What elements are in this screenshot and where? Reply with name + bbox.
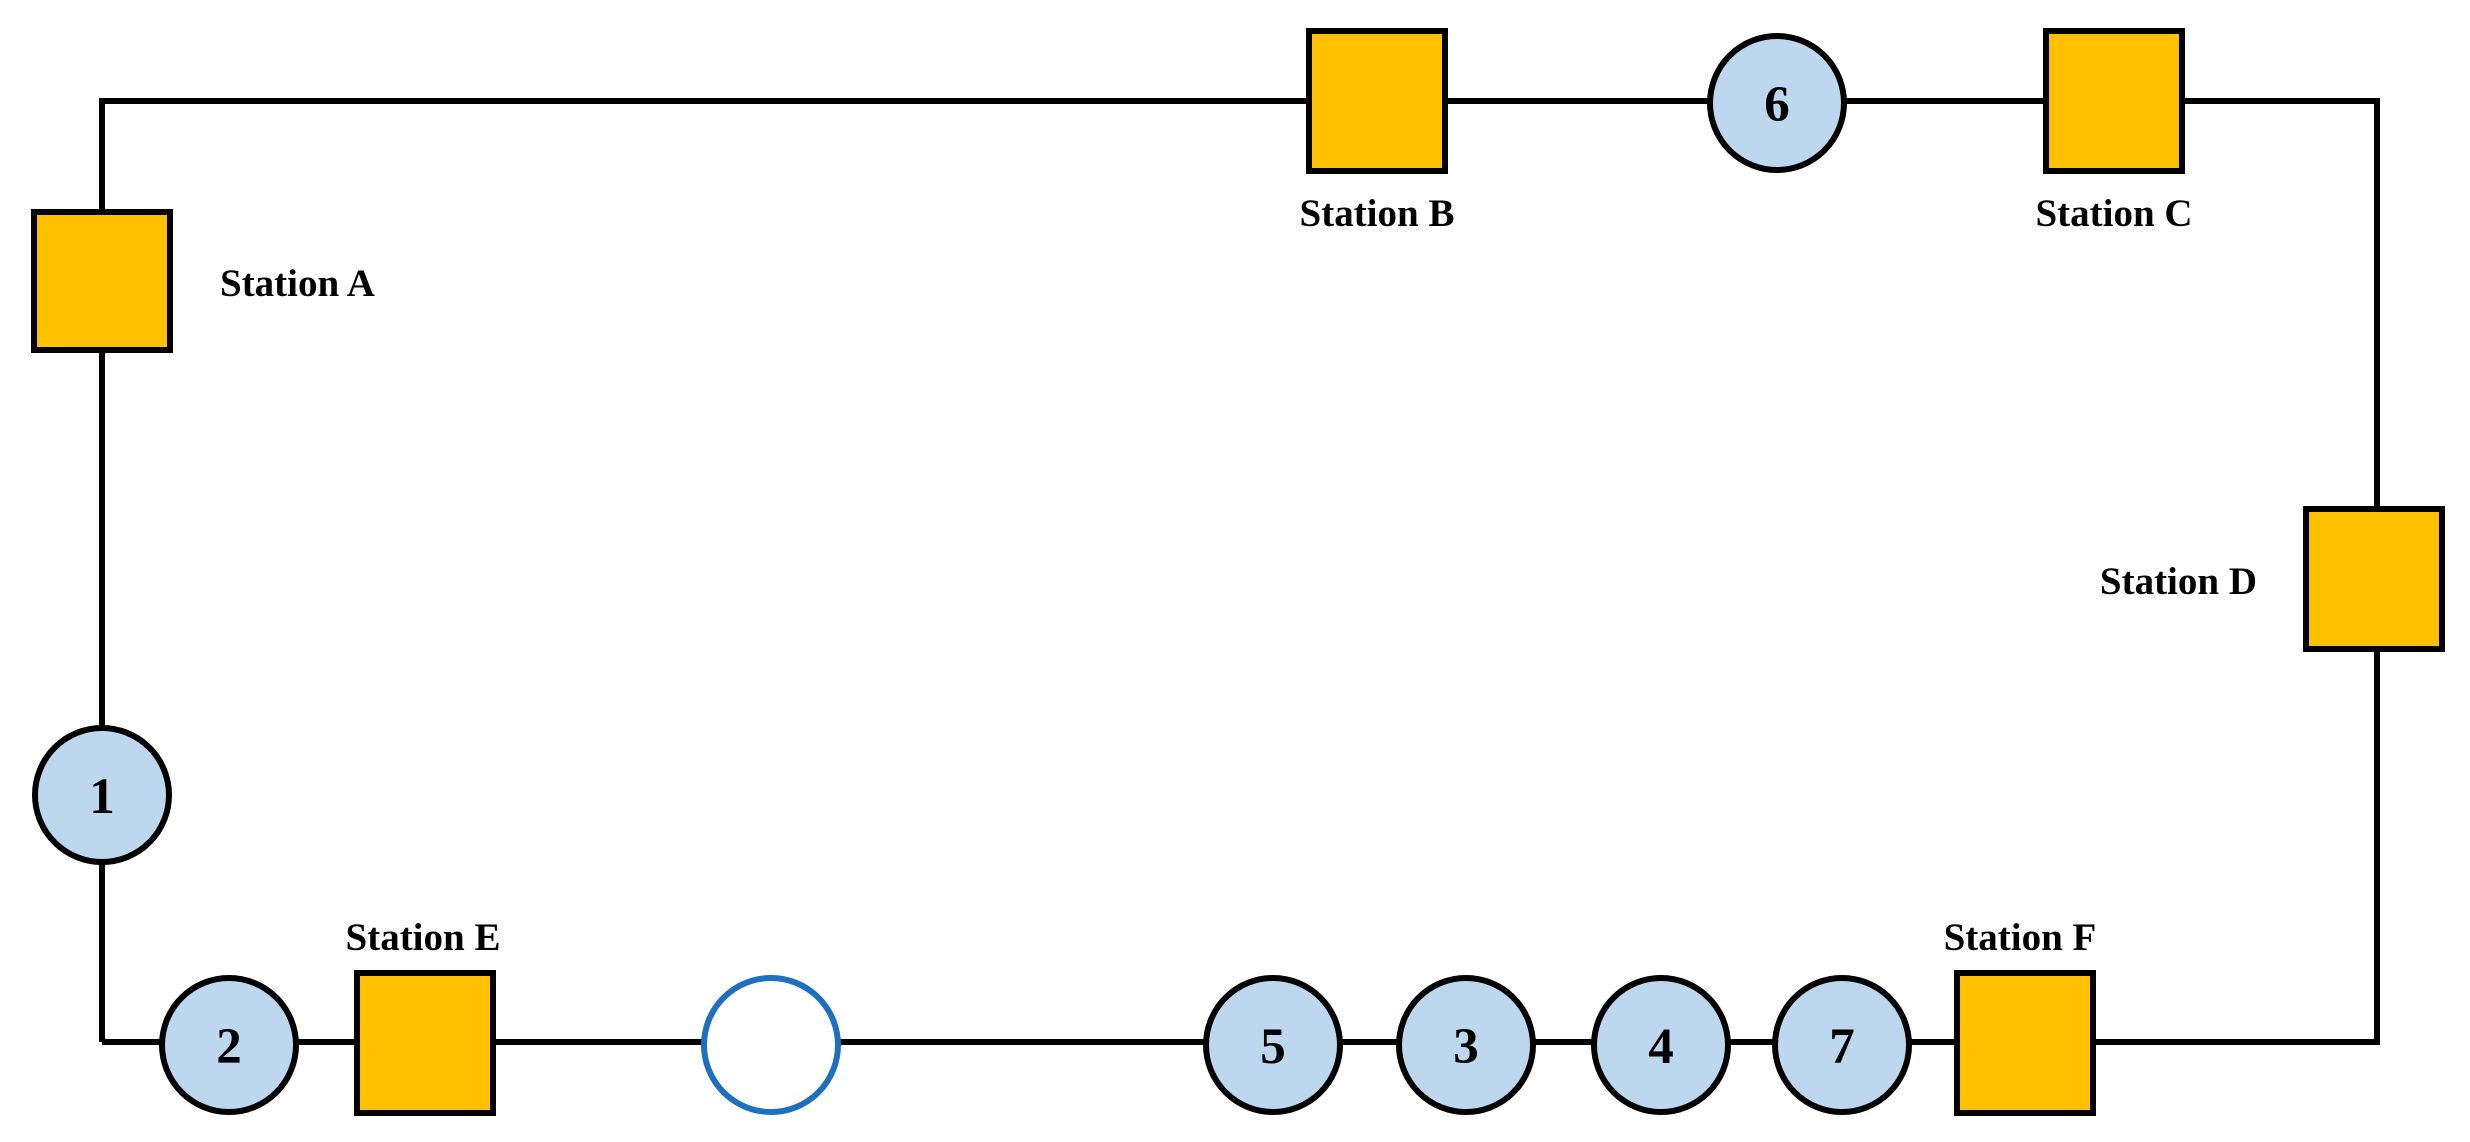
empty-vehicle-slot [701, 975, 841, 1115]
vehicle-5: 5 [1203, 975, 1343, 1115]
station-a-box [31, 209, 173, 353]
station-d-box [2303, 506, 2445, 652]
station-b-box [1306, 28, 1448, 174]
vehicle-4-label: 4 [1648, 1019, 1674, 1075]
station-d-label: Station D [2100, 560, 2257, 603]
station-e-box [354, 970, 496, 1116]
station-a-label: Station A [220, 262, 375, 305]
vehicle-2: 2 [159, 975, 299, 1115]
vehicle-1: 1 [32, 725, 172, 865]
vehicle-3-label: 3 [1453, 1019, 1479, 1075]
station-b-label: Station B [1300, 192, 1455, 235]
vehicle-1-label: 1 [89, 769, 115, 825]
vehicle-7-label: 7 [1829, 1019, 1855, 1075]
station-c-label: Station C [2035, 192, 2192, 235]
station-c-box [2043, 28, 2185, 174]
vehicle-2-label: 2 [216, 1019, 242, 1075]
station-f-box [1954, 970, 2096, 1116]
vehicle-3: 3 [1396, 975, 1536, 1115]
track-loop [99, 98, 2380, 1045]
vehicle-6-label: 6 [1764, 77, 1790, 133]
station-f-label: Station F [1944, 916, 2097, 959]
vehicle-5-label: 5 [1260, 1019, 1286, 1075]
vehicle-4: 4 [1591, 975, 1731, 1115]
vehicle-6: 6 [1707, 33, 1847, 173]
vehicle-7: 7 [1772, 975, 1912, 1115]
station-e-label: Station E [346, 916, 501, 959]
